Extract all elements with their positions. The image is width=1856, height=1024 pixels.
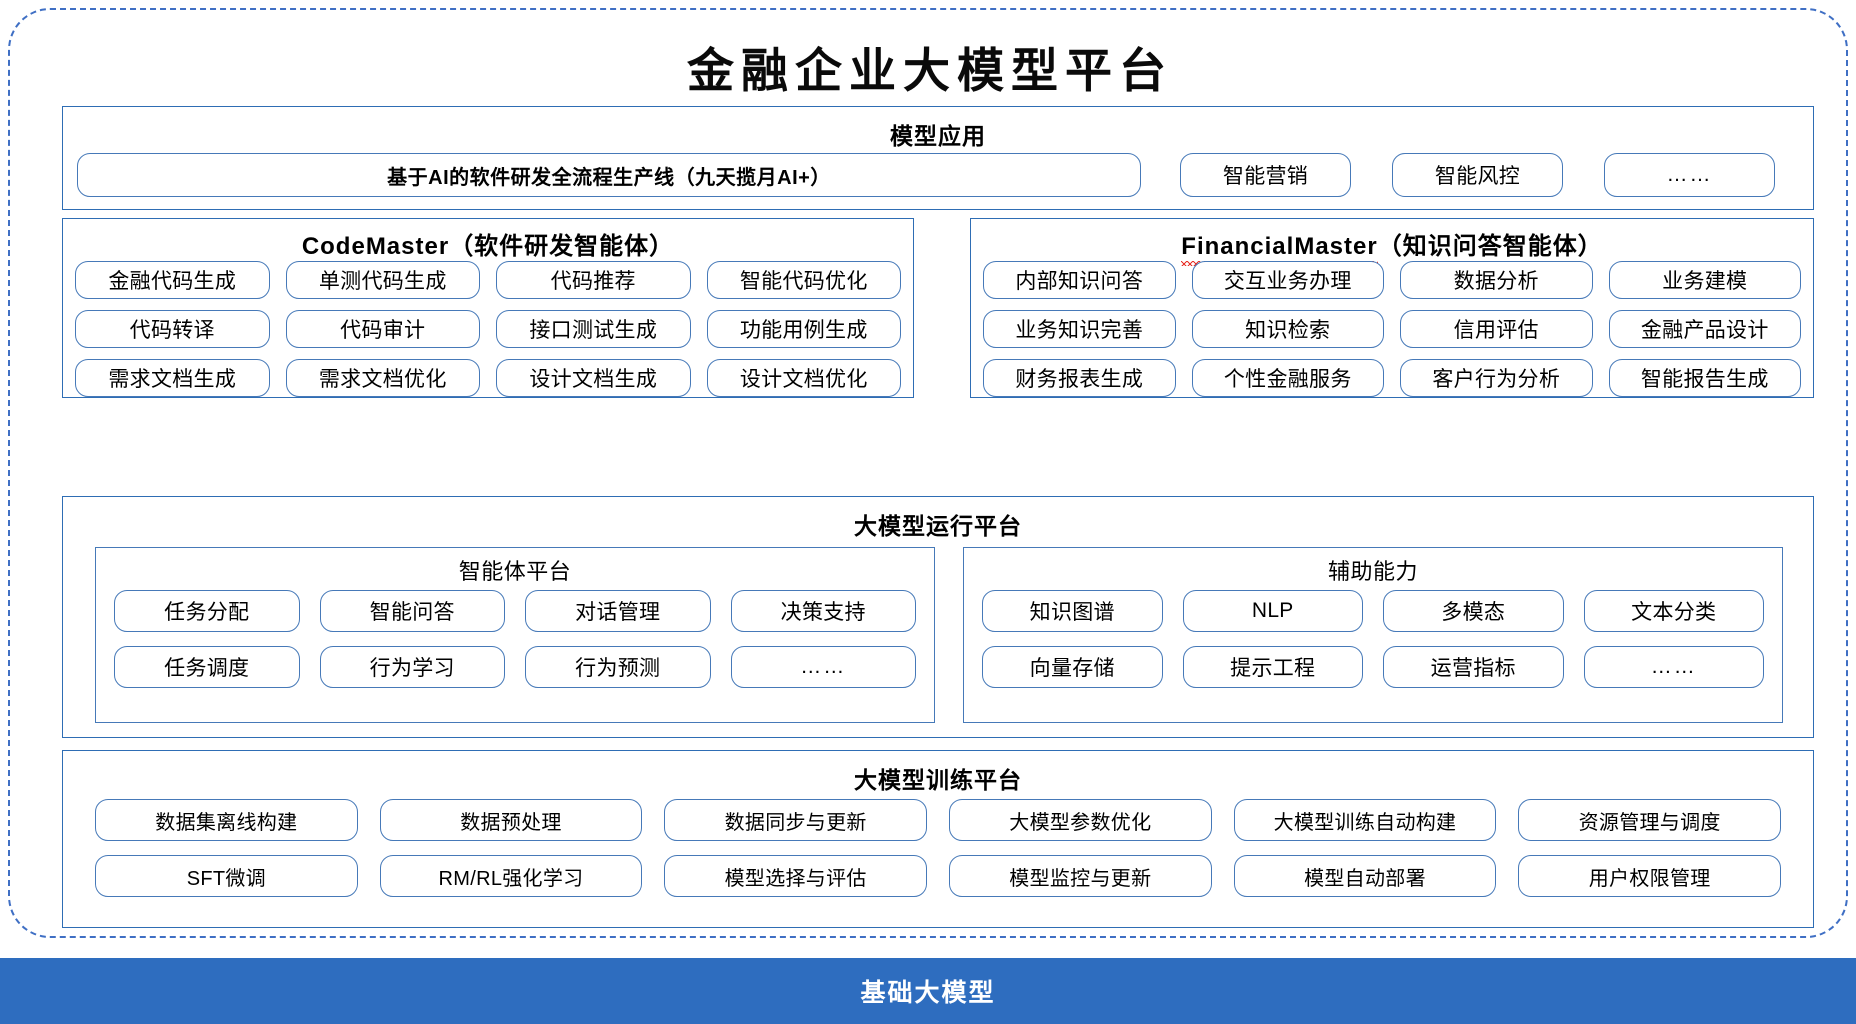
auxiliary-item-7[interactable]: 运营指标 <box>1383 646 1564 688</box>
agent-platform-item-4[interactable]: 决策支持 <box>730 590 916 632</box>
codemaster-item-9[interactable]: 需求文档生成 <box>75 359 270 397</box>
training-item-8[interactable]: RM/RL强化学习 <box>379 855 643 897</box>
financialmaster-name: FinancialMaster <box>1181 233 1379 266</box>
agent-platform-items: 任务分配 智能问答 对话管理 决策支持 任务调度 行为学习 行为预测 …… <box>114 590 916 688</box>
section-title-runtime-platform: 大模型运行平台 <box>854 513 1022 539</box>
auxiliary-item-6[interactable]: 提示工程 <box>1182 646 1363 688</box>
training-item-9[interactable]: 模型选择与评估 <box>664 855 927 897</box>
agent-platform-item-6[interactable]: 行为学习 <box>319 646 505 688</box>
agent-platform-item-2[interactable]: 智能问答 <box>319 590 505 632</box>
training-platform-items: 数据集离线构建 数据预处理 数据同步与更新 大模型参数优化 大模型训练自动构建 … <box>95 799 1781 897</box>
financialmaster-item-1[interactable]: 内部知识问答 <box>983 261 1176 299</box>
training-item-5[interactable]: 大模型训练自动构建 <box>1233 799 1497 841</box>
financialmaster-item-11[interactable]: 客户行为分析 <box>1400 359 1593 397</box>
financialmaster-item-9[interactable]: 财务报表生成 <box>983 359 1176 397</box>
codemaster-item-4[interactable]: 智能代码优化 <box>706 261 901 299</box>
subsection-auxiliary-capability: 辅助能力 知识图谱 NLP 多模态 文本分类 向量存储 提示工程 运营指标 …… <box>963 547 1783 723</box>
agent-platform-item-7[interactable]: 行为预测 <box>525 646 711 688</box>
financialmaster-item-5[interactable]: 业务知识完善 <box>983 310 1176 348</box>
training-item-4[interactable]: 大模型参数优化 <box>948 799 1212 841</box>
financialmaster-item-7[interactable]: 信用评估 <box>1400 310 1593 348</box>
financialmaster-item-6[interactable]: 知识检索 <box>1191 310 1384 348</box>
auxiliary-item-more[interactable]: …… <box>1583 646 1764 688</box>
auxiliary-capability-items: 知识图谱 NLP 多模态 文本分类 向量存储 提示工程 运营指标 …… <box>982 590 1764 688</box>
financialmaster-item-12[interactable]: 智能报告生成 <box>1608 359 1801 397</box>
auxiliary-item-5[interactable]: 向量存储 <box>982 646 1163 688</box>
codemaster-item-2[interactable]: 单测代码生成 <box>285 261 480 299</box>
financialmaster-item-4[interactable]: 业务建模 <box>1608 261 1801 299</box>
codemaster-item-6[interactable]: 代码审计 <box>285 310 480 348</box>
codemaster-item-8[interactable]: 功能用例生成 <box>706 310 901 348</box>
agent-platform-item-1[interactable]: 任务分配 <box>114 590 300 632</box>
codemaster-item-3[interactable]: 代码推荐 <box>496 261 691 299</box>
subsection-title-auxiliary-capability: 辅助能力 <box>1327 559 1418 584</box>
training-item-12[interactable]: 用户权限管理 <box>1518 855 1781 897</box>
subsection-agent-platform: 智能体平台 任务分配 智能问答 对话管理 决策支持 任务调度 行为学习 行为预测… <box>95 547 935 723</box>
subsection-title-agent-platform: 智能体平台 <box>458 559 572 584</box>
training-item-2[interactable]: 数据预处理 <box>379 799 643 841</box>
codemaster-item-1[interactable]: 金融代码生成 <box>75 261 270 299</box>
training-item-7[interactable]: SFT微调 <box>95 855 358 897</box>
financialmaster-item-10[interactable]: 个性金融服务 <box>1191 359 1384 397</box>
codemaster-suffix: （软件研发智能体） <box>449 233 675 260</box>
app-item-smart-risk-control[interactable]: 智能风控 <box>1392 153 1563 197</box>
codemaster-name: CodeMaster <box>301 233 450 266</box>
codemaster-item-12[interactable]: 设计文档优化 <box>706 359 901 397</box>
financialmaster-item-2[interactable]: 交互业务办理 <box>1191 261 1384 299</box>
auxiliary-item-4[interactable]: 文本分类 <box>1583 590 1764 632</box>
auxiliary-item-3[interactable]: 多模态 <box>1383 590 1564 632</box>
section-financialmaster: FinancialMaster（知识问答智能体） 内部知识问答 交互业务办理 数… <box>970 218 1814 398</box>
auxiliary-item-1[interactable]: 知识图谱 <box>982 590 1163 632</box>
training-item-3[interactable]: 数据同步与更新 <box>664 799 927 841</box>
section-model-application: 模型应用 基于AI的软件研发全流程生产线（九天揽月AI+） 智能营销 智能风控 … <box>62 106 1814 210</box>
agent-platform-item-5[interactable]: 任务调度 <box>114 646 300 688</box>
financialmaster-suffix: （知识问答智能体） <box>1377 233 1603 260</box>
section-title-financialmaster: FinancialMaster（知识问答智能体） <box>971 226 1813 266</box>
app-item-smart-marketing[interactable]: 智能营销 <box>1180 153 1351 197</box>
codemaster-item-10[interactable]: 需求文档优化 <box>285 359 480 397</box>
model-application-items: 基于AI的软件研发全流程生产线（九天揽月AI+） 智能营销 智能风控 …… <box>77 153 1801 197</box>
foundation-model-label: 基础大模型 <box>860 979 996 1007</box>
app-item-more[interactable]: …… <box>1604 153 1775 197</box>
codemaster-items: 金融代码生成 单测代码生成 代码推荐 智能代码优化 代码转译 代码审计 接口测试… <box>75 261 901 397</box>
foundation-model-bar: 基础大模型 <box>0 958 1856 1024</box>
section-codemaster: CodeMaster（软件研发智能体） 金融代码生成 单测代码生成 代码推荐 智… <box>62 218 914 398</box>
section-title-model-application: 模型应用 <box>890 123 986 149</box>
training-item-1[interactable]: 数据集离线构建 <box>95 799 358 841</box>
financialmaster-item-8[interactable]: 金融产品设计 <box>1608 310 1801 348</box>
financialmaster-item-3[interactable]: 数据分析 <box>1400 261 1593 299</box>
section-training-platform: 大模型训练平台 数据集离线构建 数据预处理 数据同步与更新 大模型参数优化 大模… <box>62 750 1814 928</box>
platform-outer-frame: 金融企业大模型平台 模型应用 基于AI的软件研发全流程生产线（九天揽月AI+） … <box>8 8 1848 938</box>
section-runtime-platform: 大模型运行平台 智能体平台 任务分配 智能问答 对话管理 决策支持 任务调度 行… <box>62 496 1814 738</box>
training-item-11[interactable]: 模型自动部署 <box>1233 855 1497 897</box>
section-title-training-platform: 大模型训练平台 <box>854 767 1022 793</box>
training-item-10[interactable]: 模型监控与更新 <box>948 855 1212 897</box>
page-title: 金融企业大模型平台 <box>687 46 1173 98</box>
auxiliary-item-2[interactable]: NLP <box>1182 590 1363 632</box>
app-item-ai-pipeline[interactable]: 基于AI的软件研发全流程生产线（九天揽月AI+） <box>77 153 1141 197</box>
codemaster-item-11[interactable]: 设计文档生成 <box>496 359 691 397</box>
section-title-codemaster: CodeMaster（软件研发智能体） <box>63 226 913 266</box>
codemaster-item-5[interactable]: 代码转译 <box>75 310 270 348</box>
agent-platform-item-3[interactable]: 对话管理 <box>525 590 711 632</box>
codemaster-item-7[interactable]: 接口测试生成 <box>496 310 691 348</box>
agent-platform-item-more[interactable]: …… <box>730 646 916 688</box>
financialmaster-items: 内部知识问答 交互业务办理 数据分析 业务建模 业务知识完善 知识检索 信用评估… <box>983 261 1801 397</box>
training-item-6[interactable]: 资源管理与调度 <box>1518 799 1781 841</box>
